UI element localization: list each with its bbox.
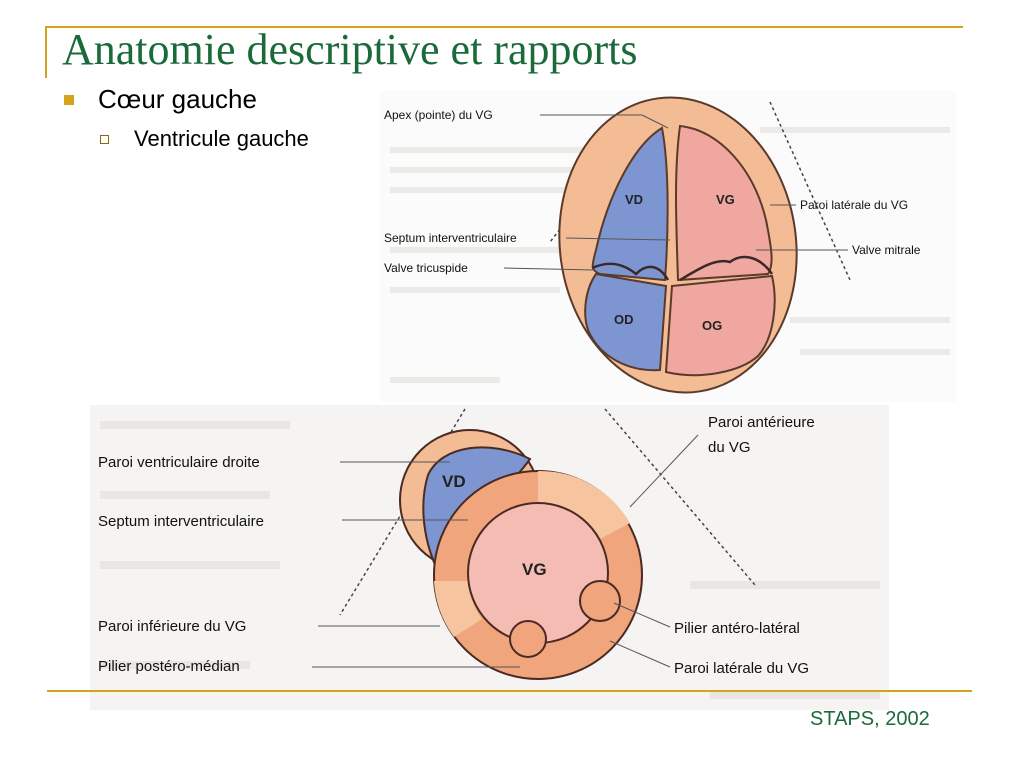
label-vg-bottom: VG bbox=[522, 560, 547, 579]
label-mitrale: Valve mitrale bbox=[852, 243, 921, 257]
label-pilier-postero: Pilier postéro-médian bbox=[98, 658, 240, 675]
label-paroi-laterale-bottom: Paroi latérale du VG bbox=[674, 660, 809, 677]
label-apex: Apex (pointe) du VG bbox=[384, 108, 493, 122]
slide-footer: STAPS, 2002 bbox=[810, 708, 930, 730]
heart-short-axis-diagram: VD VG Paroi ventriculaire droite Septum … bbox=[90, 405, 889, 710]
label-paroi-inferieure: Paroi inférieure du VG bbox=[98, 618, 246, 635]
label-vg-top: VG bbox=[716, 192, 735, 207]
bullet-level2: Ventricule gauche bbox=[100, 126, 309, 152]
label-og: OG bbox=[702, 318, 722, 333]
slide-title: Anatomie descriptive et rapports bbox=[62, 25, 638, 74]
square-bullet-icon bbox=[64, 94, 74, 105]
label-vd-top: VD bbox=[625, 192, 643, 207]
left-atrium-region bbox=[664, 274, 776, 377]
pilier-postero-median bbox=[509, 620, 547, 658]
label-paroi-anterieure-line1: Paroi antérieure bbox=[708, 414, 815, 431]
heart-short-axis-svg: VD VG Paroi ventriculaire droite Septum … bbox=[98, 408, 880, 699]
bullet-level1-text: Cœur gauche bbox=[98, 84, 257, 114]
label-septum-bottom: Septum interventriculaire bbox=[98, 513, 264, 530]
label-vd-bottom: VD bbox=[442, 472, 466, 491]
bullet-level1: Cœur gauche bbox=[64, 84, 257, 115]
frame-bottom-rule bbox=[47, 690, 972, 692]
label-paroi-laterale-top: Paroi latérale du VG bbox=[800, 198, 908, 212]
heart-long-axis-svg: VD VG OD OG Apex (pointe) du VG Septum i… bbox=[384, 96, 950, 394]
bullet-level2-text: Ventricule gauche bbox=[134, 126, 309, 151]
hollow-square-bullet-icon bbox=[100, 134, 109, 144]
label-tricuspide: Valve tricuspide bbox=[384, 261, 468, 275]
frame-top-rule bbox=[45, 26, 963, 28]
label-paroi-anterieure-line2: du VG bbox=[708, 439, 751, 456]
label-paroi-vd: Paroi ventriculaire droite bbox=[98, 454, 260, 471]
heart-long-axis-diagram: VD VG OD OG Apex (pointe) du VG Septum i… bbox=[380, 90, 956, 402]
label-pilier-antero: Pilier antéro-latéral bbox=[674, 620, 800, 637]
left-ventricle-region bbox=[675, 124, 773, 282]
label-septum-top: Septum interventriculaire bbox=[384, 231, 517, 245]
frame-left-rule bbox=[45, 26, 47, 78]
mitral-valve bbox=[679, 255, 774, 282]
right-atrium-region bbox=[584, 272, 668, 372]
label-od: OD bbox=[614, 312, 634, 327]
pilier-antero-lateral bbox=[579, 580, 621, 622]
tricuspid-valve bbox=[591, 262, 670, 281]
